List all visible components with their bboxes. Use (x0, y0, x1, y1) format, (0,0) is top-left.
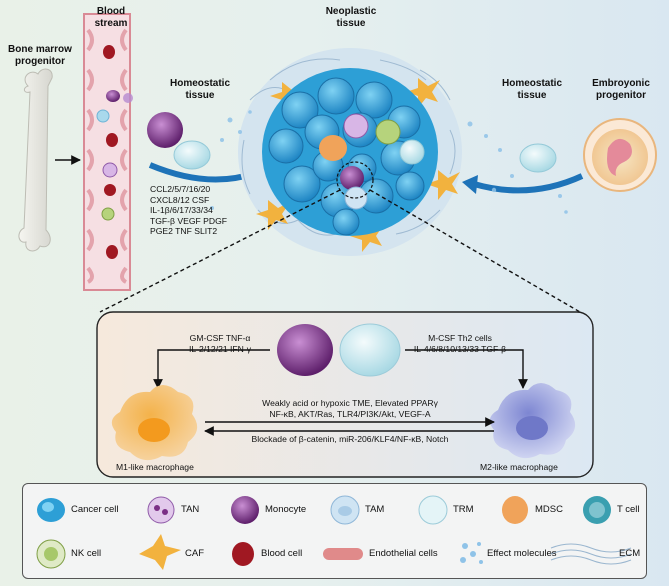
bone-marrow-label: Bone marrow progenitor (8, 44, 72, 67)
cytokine-line: PGE2 TNF SLIT2 (150, 226, 218, 236)
legend-label: Effect molecules (487, 548, 557, 559)
embryonic-label: Embroyonic progenitor (592, 78, 650, 101)
m2-macrophage-icon (489, 383, 576, 459)
legend-label: ECM (619, 548, 641, 559)
legend-label: MDSC (535, 504, 563, 515)
caf-icon (139, 534, 181, 570)
cancer-cell-icon (37, 498, 65, 522)
bone-icon (18, 68, 53, 252)
homeostatic-left-label: Homeostatic tissue (169, 78, 230, 101)
legend-label: Cancer cell (71, 504, 119, 515)
m2-to-m1-factors: Blockade of β-catenin, miR-206/KLF4/NF-κ… (251, 434, 449, 444)
legend-label: Endothelial cells (369, 548, 438, 559)
monocyte-icon (231, 496, 259, 524)
m2-label: M2-like macrophage (480, 462, 558, 472)
cytokine-line: CCL2/5/7/16/20 (150, 184, 211, 194)
blood-vessel-icon (83, 13, 133, 291)
panel-monocyte (277, 324, 333, 376)
trm-cell (173, 140, 211, 170)
endothelial-icon (323, 548, 363, 560)
m1-to-m2-line: NF-κB, AKT/Ras, TLR4/PI3K/Akt, VEGF-A (269, 408, 431, 419)
neoplastic-label: Neoplastic tissue (325, 6, 377, 29)
tam-icon (330, 495, 360, 525)
legend-label: CAF (185, 548, 204, 559)
m1-inducers: GM-CSF TNF-α IL-2/12/21 IFN-γ (170, 333, 270, 354)
m1-inducer-line: GM-CSF TNF-α (189, 333, 251, 343)
m1-label: M1-like macrophage (116, 462, 194, 472)
trm-icon (418, 495, 448, 525)
ecm-icon (550, 543, 632, 565)
legend-label: TRM (453, 504, 474, 515)
zoom-line-right (369, 189, 581, 313)
mdsc-icon (502, 496, 528, 524)
effect-molecules-icon (460, 542, 483, 564)
legend: Cancer cell TAN Monocyte TAM TRM MDSC T … (22, 483, 647, 579)
m1-macrophage-icon (111, 385, 198, 461)
t-cell-icon (583, 496, 611, 524)
legend-icons (36, 495, 632, 570)
m1-to-m2-factors: Weakly acid or hypoxic TME, Elevated PPA… (205, 398, 495, 419)
legend-label: TAM (365, 504, 385, 515)
homeostatic-right-label: Homeostatic tissue (501, 78, 562, 101)
embryo-icon (583, 118, 657, 192)
monocyte-cell (147, 112, 183, 148)
arrow-to-m2 (405, 349, 528, 389)
effect-molecules-dots (210, 110, 568, 214)
cytokine-line: TGF-β VEGF PDGF (150, 215, 228, 226)
panel-trm (339, 323, 401, 377)
legend-label: NK cell (71, 548, 102, 559)
right-flow-arrow (473, 173, 584, 194)
legend-label: T cell (617, 504, 640, 515)
polarization-panel (96, 311, 594, 478)
arrow-to-m1 (153, 349, 270, 389)
m2-inducer-line: M-CSF Th2 cells (428, 333, 492, 343)
m2-inducer-line: IL-4/6/8/10/13/33 TGF-β (413, 343, 507, 354)
nk-cell-icon (36, 539, 66, 569)
blood-stream-label: Blood stream (94, 6, 128, 29)
cytokine-line: IL-1β/6/17/33/34 (150, 205, 213, 215)
cytokine-line: CXCL8/12 CSF (150, 194, 210, 205)
m1-to-m2-line: Weakly acid or hypoxic TME, Elevated PPA… (262, 398, 438, 408)
zoom-line-left (99, 189, 341, 313)
legend-label: Monocyte (265, 504, 307, 515)
m2-inducers: M-CSF Th2 cells IL-4/6/8/10/13/33 TGF-β (400, 333, 520, 354)
tumor-mass (238, 48, 462, 256)
blood-cell-icon (232, 542, 254, 566)
legend-label: TAN (181, 504, 200, 515)
m1-inducer-line: IL-2/12/21 IFN-γ (188, 343, 252, 354)
legend-label: Blood cell (261, 548, 303, 559)
tan-icon (147, 496, 175, 524)
trm-cell-right (519, 143, 557, 173)
cytokine-list: CCL2/5/7/16/20 CXCL8/12 CSF IL-1β/6/17/3… (150, 184, 260, 237)
